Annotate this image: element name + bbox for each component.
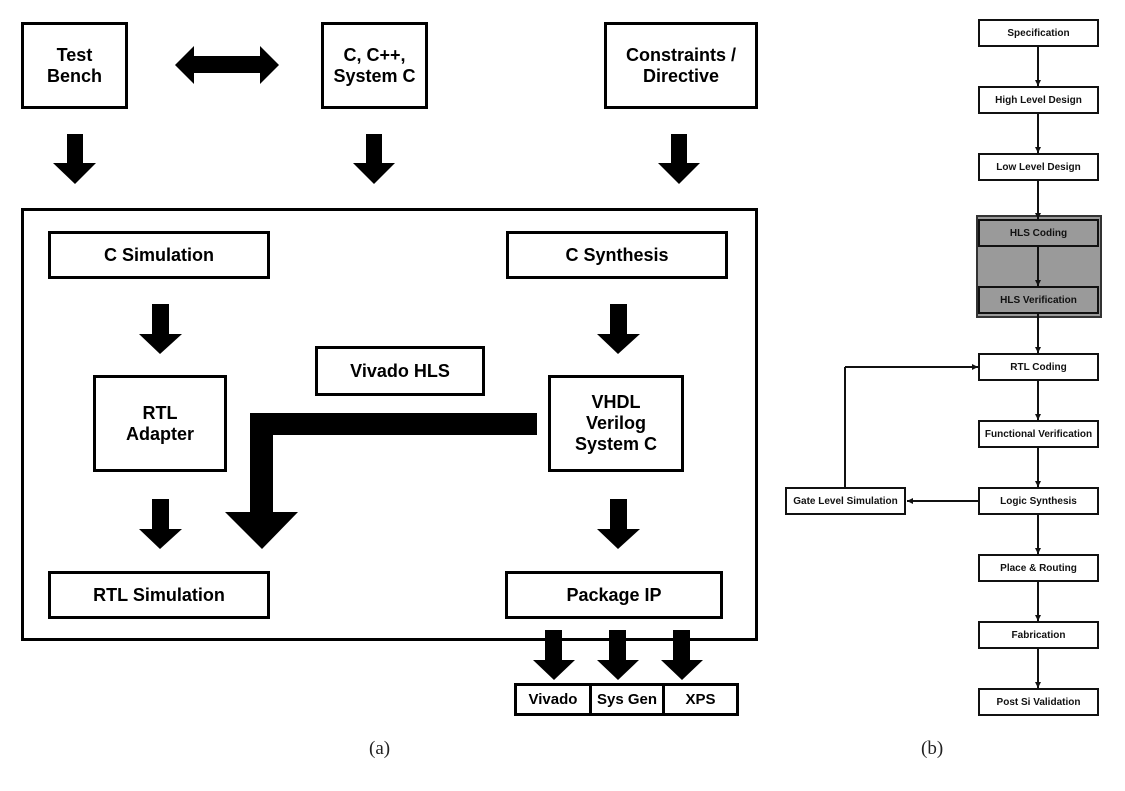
flow-arrowhead bbox=[1035, 615, 1041, 621]
caption-b: (b) bbox=[921, 738, 944, 759]
flow-connectors bbox=[844, 47, 1039, 688]
arrowhead-rtl-coding bbox=[972, 364, 978, 370]
flow-step-low-level-design: Low Level Design bbox=[978, 153, 1099, 181]
down-arrow-test-bench bbox=[53, 134, 96, 184]
test-bench-box: Test Bench bbox=[21, 22, 128, 109]
flow-arrowhead bbox=[1035, 548, 1041, 554]
package-ip-box: Package IP bbox=[505, 571, 723, 619]
flow-arrowhead bbox=[1035, 481, 1041, 487]
flow-arrowhead bbox=[1035, 414, 1041, 420]
vivado-hls-label: Vivado HLS bbox=[315, 346, 485, 396]
down-arrow-source bbox=[353, 134, 395, 184]
flow-step-post-si-validation: Post Si Validation bbox=[978, 688, 1099, 716]
target-sys-gen: Sys Gen bbox=[589, 683, 665, 716]
c-simulation-box: C Simulation bbox=[48, 231, 270, 279]
down-arrow-rtl-adapter bbox=[139, 499, 182, 549]
vivado-hls-frame bbox=[21, 208, 758, 641]
hdl-output-box: VHDL Verilog System C bbox=[548, 375, 684, 472]
l-arrow-hdl-to-rtl-simulation bbox=[225, 413, 537, 549]
target-vivado: Vivado bbox=[514, 683, 592, 716]
gate-level-simulation-box: Gate Level Simulation bbox=[785, 487, 906, 515]
flow-step-hls-verification: HLS Verification bbox=[978, 286, 1099, 314]
source-language-box: C, C++, System C bbox=[321, 22, 428, 109]
flow-step-high-level-design: High Level Design bbox=[978, 86, 1099, 114]
down-arrow-to-sys-gen bbox=[597, 630, 639, 680]
bidirectional-arrow bbox=[175, 46, 279, 84]
flow-step-hls-coding: HLS Coding bbox=[978, 219, 1099, 247]
flow-step-place-routing: Place & Routing bbox=[978, 554, 1099, 582]
flow-arrowhead bbox=[1035, 682, 1041, 688]
flow-arrowhead bbox=[1035, 147, 1041, 153]
down-arrow-c-simulation bbox=[139, 304, 182, 354]
flow-arrowhead bbox=[1035, 280, 1041, 286]
arrowhead-gate-level bbox=[907, 498, 913, 504]
flow-arrowhead bbox=[1035, 347, 1041, 353]
target-xps: XPS bbox=[662, 683, 739, 716]
caption-a: (a) bbox=[369, 738, 391, 759]
down-arrow-to-vivado bbox=[533, 630, 575, 680]
flow-step-logic-synthesis: Logic Synthesis bbox=[978, 487, 1099, 515]
rtl-adapter-box: RTL Adapter bbox=[93, 375, 227, 472]
down-arrow-to-xps bbox=[661, 630, 703, 680]
down-arrow-c-synthesis bbox=[597, 304, 640, 354]
flow-arrowhead bbox=[1035, 213, 1041, 219]
flow-step-specification: Specification bbox=[978, 19, 1099, 47]
rtl-simulation-box: RTL Simulation bbox=[48, 571, 270, 619]
c-synthesis-box: C Synthesis bbox=[506, 231, 728, 279]
down-arrow-hdl-output bbox=[597, 499, 640, 549]
flow-step-fabrication: Fabrication bbox=[978, 621, 1099, 649]
constraints-box: Constraints / Directive bbox=[604, 22, 758, 109]
down-arrow-constraints bbox=[658, 134, 700, 184]
flow-step-functional-verification: Functional Verification bbox=[978, 420, 1099, 448]
flow-arrowheads bbox=[907, 80, 1041, 688]
flow-step-rtl-coding: RTL Coding bbox=[978, 353, 1099, 381]
flow-arrowhead bbox=[1035, 80, 1041, 86]
